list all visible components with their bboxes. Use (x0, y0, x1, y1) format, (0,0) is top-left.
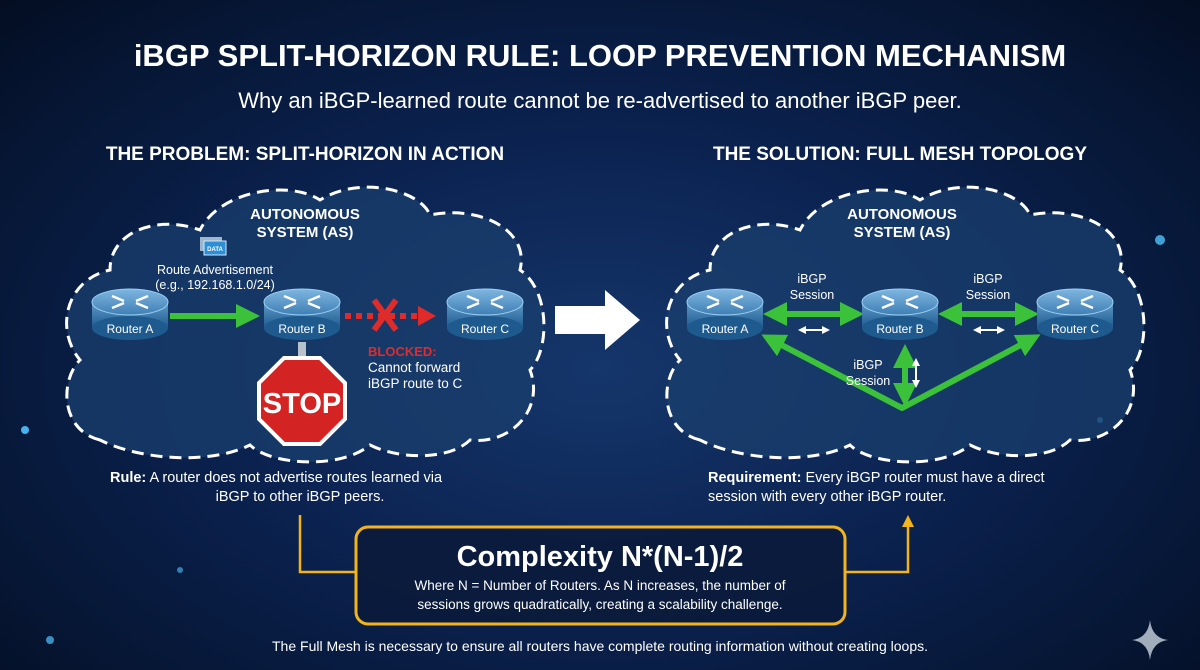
router-b-left: Router B (262, 287, 342, 342)
svg-text:Router C: Router C (1051, 322, 1099, 336)
solution-heading: THE SOLUTION: FULL MESH TOPOLOGY (713, 144, 1087, 165)
page-subtitle: Why an iBGP-learned route cannot be re-a… (238, 88, 962, 113)
router-a-right: Router A (685, 287, 765, 342)
as-label-line1: AUTONOMOUS (250, 206, 360, 223)
sparkle-icon (1132, 620, 1168, 660)
blocked-line1: Cannot forward (368, 360, 460, 375)
complexity-line2: sessions grows quadratically, creating a… (417, 597, 782, 612)
svg-text:STOP: STOP (263, 388, 341, 420)
rule-text-line1: Rule: A router does not advertise routes… (110, 470, 443, 486)
complexity-line1: Where N = Number of Routers. As N increa… (414, 578, 785, 593)
svg-text:Router A: Router A (702, 322, 749, 336)
complexity-connectors (298, 515, 910, 574)
svg-text:DATA: DATA (207, 247, 223, 253)
router-b-right: Router B (860, 287, 940, 342)
svg-text:Router A: Router A (107, 322, 154, 336)
svg-text:Router B: Router B (876, 322, 923, 336)
blocked-x-icon (371, 298, 399, 332)
svg-text:Router C: Router C (461, 322, 509, 336)
full-mesh-links (761, 302, 1041, 411)
bidirectional-icons (798, 326, 1005, 388)
footer-note: The Full Mesh is necessary to ensure all… (272, 638, 928, 654)
complexity-formula: Complexity N*(N-1)/2 (457, 541, 744, 573)
route-advert-prefix: (e.g., 192.168.1.0/24) (155, 278, 275, 292)
as-label-line2: SYSTEM (AS) (854, 224, 951, 241)
requirement-line1: Requirement: Every iBGP router must have… (708, 470, 1045, 486)
svg-text:Router B: Router B (278, 322, 325, 336)
data-packet-icon: DATA (200, 237, 227, 256)
as-label-line2: SYSTEM (AS) (257, 224, 354, 241)
router-a-left: Router A (90, 287, 170, 342)
problem-heading: THE PROBLEM: SPLIT-HORIZON IN ACTION (106, 144, 504, 165)
stop-sign-icon: STOP (257, 342, 347, 446)
requirement-line2: session with every other iBGP router. (708, 489, 946, 505)
transition-arrow-icon (555, 290, 640, 350)
rule-text-line2: iBGP to other iBGP peers. (216, 489, 385, 505)
route-advert-label: Route Advertisement (157, 263, 274, 277)
router-c-left: Router C (445, 287, 525, 342)
as-label-line1: AUTONOMOUS (847, 206, 957, 223)
blocked-line2: iBGP route to C (368, 376, 463, 391)
blocked-title: BLOCKED: (368, 344, 437, 359)
complexity-box (354, 525, 847, 626)
router-c-right: Router C (1035, 287, 1115, 342)
page-title: iBGP SPLIT-HORIZON RULE: LOOP PREVENTION… (134, 38, 1066, 73)
